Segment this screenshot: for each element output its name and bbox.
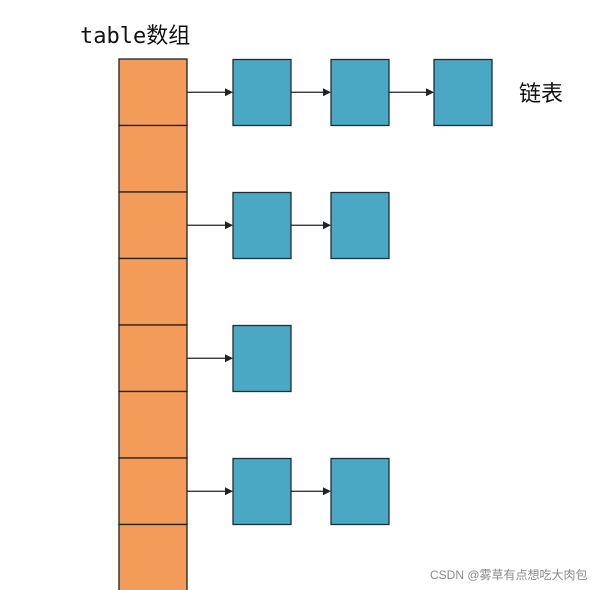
bucket-0-node-2: [433, 58, 493, 127]
bucket-2-node-0: [232, 191, 292, 260]
bucket-2-node-1: [330, 191, 390, 260]
bucket-2-arrow-to-node-0: [187, 221, 233, 230]
table-bucket-3: [118, 257, 188, 326]
bucket-0-node-0: [232, 58, 292, 127]
bucket-0-node-1: [330, 58, 390, 127]
bucket-0-arrow-node-0-to-1: [291, 88, 331, 97]
table-bucket-4: [118, 324, 188, 393]
bucket-0-arrow-to-node-0: [187, 88, 233, 97]
table-bucket-7: [118, 523, 188, 590]
csdn-watermark: CSDN @雾草有点想吃大肉包: [430, 568, 588, 582]
bucket-6-node-1: [330, 457, 390, 526]
bucket-6-arrow-to-node-0: [187, 487, 233, 496]
bucket-6-node-0: [232, 457, 292, 526]
table-bucket-2: [118, 191, 188, 260]
bucket-6-arrow-node-0-to-1: [291, 487, 331, 496]
bucket-4-arrow-to-node-0: [187, 354, 233, 363]
table-bucket-6: [118, 457, 188, 526]
table-bucket-5: [118, 390, 188, 459]
table-bucket-1: [118, 124, 188, 193]
bucket-4-node-0: [232, 324, 292, 393]
bucket-2-arrow-node-0-to-1: [291, 221, 331, 230]
table-array-label: table数组: [80, 24, 191, 49]
table-bucket-0: [118, 58, 188, 127]
linked-list-label: 链表: [519, 82, 564, 107]
bucket-0-arrow-node-1-to-2: [389, 88, 434, 97]
